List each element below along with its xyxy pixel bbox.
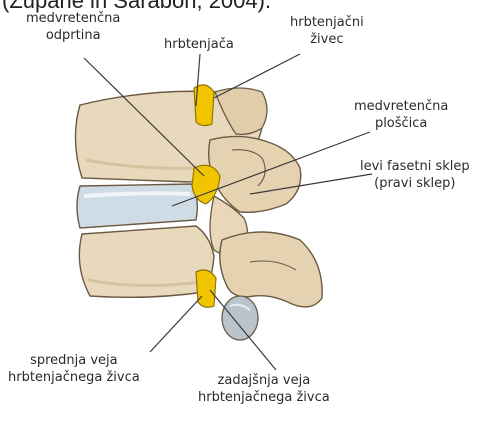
label-intervertebral-foramen: medvretenčna odprtina	[26, 10, 120, 44]
spinous-process	[222, 296, 258, 340]
label-intervertebral-disc: medvretenčna ploščica	[354, 98, 448, 132]
intervertebral-disc	[77, 184, 197, 228]
label-anterior-ramus: sprednja veja hrbtenjačnega živca	[8, 352, 140, 386]
label-spinal-cord: hrbtenjača	[164, 36, 234, 53]
label-left-facet-joint: levi fasetni sklep (pravi sklep)	[360, 158, 470, 192]
label-spinal-nerve: hrbtenjačni živec	[290, 14, 364, 48]
lower-lamina	[220, 232, 322, 307]
spinal-nerve-lower	[196, 270, 216, 307]
leader-anterior-ramus	[150, 296, 202, 352]
label-posterior-ramus: zadajšnja veja hrbtenjačnega živca	[198, 372, 330, 406]
